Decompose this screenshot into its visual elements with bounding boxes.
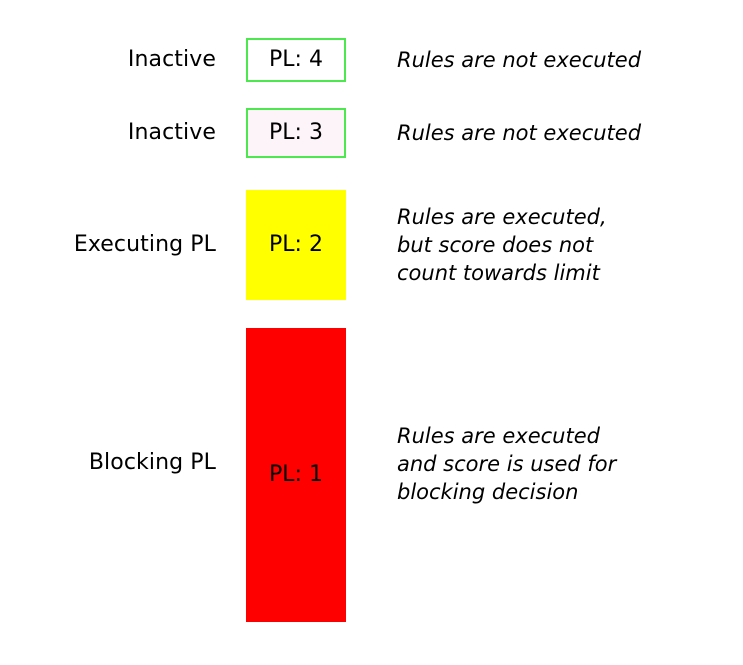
pl-box-pl4: PL: 4 [246, 38, 346, 82]
pl-box-label-pl2: PL: 2 [269, 232, 323, 257]
pl-box-label-pl4: PL: 4 [269, 47, 323, 72]
pl-description-line: blocking decision [397, 480, 579, 504]
pl-description-line: Rules are executed [397, 424, 600, 448]
pl-row-label-pl1: Blocking PL [88, 450, 216, 475]
pl-row-label-pl2: Executing PL [73, 232, 216, 257]
pl-description-line: Rules are executed, [397, 205, 607, 229]
pl-row-description-pl1: Rules are executed and score is used for… [397, 422, 737, 506]
pl-description-line: Rules are not executed [397, 48, 642, 72]
pl-box-pl3: PL: 3 [246, 108, 346, 158]
pl-row-label-pl4: Inactive [127, 47, 216, 72]
pl-box-pl2: PL: 2 [246, 190, 346, 300]
pl-row-description-pl3: Rules are not executed [397, 119, 737, 147]
pl-description-line: but score does not [397, 233, 594, 257]
pl-row-label-pl3: Inactive [127, 120, 216, 145]
pl-box-label-pl1: PL: 1 [269, 462, 323, 487]
pl-description-line: count towards limit [397, 261, 600, 285]
pl-row-description-pl4: Rules are not executed [397, 46, 737, 74]
pl-description-line: and score is used for [397, 452, 617, 476]
pl-box-pl1: PL: 1 [246, 328, 346, 622]
pl-row-description-pl2: Rules are executed, but score does not c… [397, 203, 737, 287]
pl-description-line: Rules are not executed [397, 121, 642, 145]
pl-box-label-pl3: PL: 3 [269, 120, 323, 145]
